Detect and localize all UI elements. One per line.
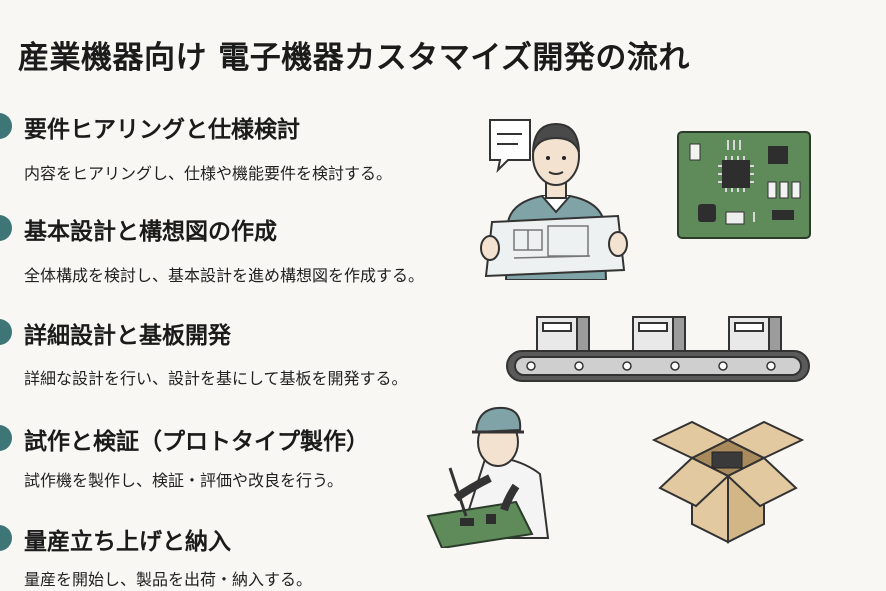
step-desc-3: 詳細な設計を行い、設計を基にして基板を開発する。	[24, 369, 408, 388]
step-title-1: 要件ヒアリングと仕様検討	[24, 117, 300, 143]
step-title-5: 量産立ち上げと納入	[24, 529, 231, 555]
step-desc-4: 試作機を製作し、検証・評価や改良を行う。	[24, 471, 344, 490]
step-title-3: 詳細設計と基板開発	[24, 323, 231, 349]
worker-soldering-illustration	[426, 406, 550, 548]
step-marker-4	[0, 425, 12, 451]
step-marker-5	[0, 525, 12, 551]
step-desc-2: 全体構成を検討し、基本設計を進め構想図を作成する。	[24, 266, 425, 285]
step-title-2: 基本設計と構想図の作成	[24, 219, 277, 245]
circuit-board-illustration	[677, 131, 811, 239]
step-desc-1: 内容をヒアリングし、仕様や機能要件を検討する。	[24, 164, 393, 183]
step-marker-2	[0, 215, 12, 241]
engineer-blueprint-illustration	[480, 119, 628, 280]
step-marker-1	[0, 113, 12, 139]
conveyor-belt-illustration	[506, 316, 810, 382]
step-marker-3	[0, 319, 12, 345]
open-box-illustration	[652, 420, 804, 544]
step-title-4: 試作と検証（プロトタイプ製作）	[24, 429, 369, 455]
page-title: 産業機器向け 電子機器カスタマイズ開発の流れ	[18, 40, 690, 76]
step-desc-5: 量産を開始し、製品を出荷・納入する。	[24, 570, 313, 589]
